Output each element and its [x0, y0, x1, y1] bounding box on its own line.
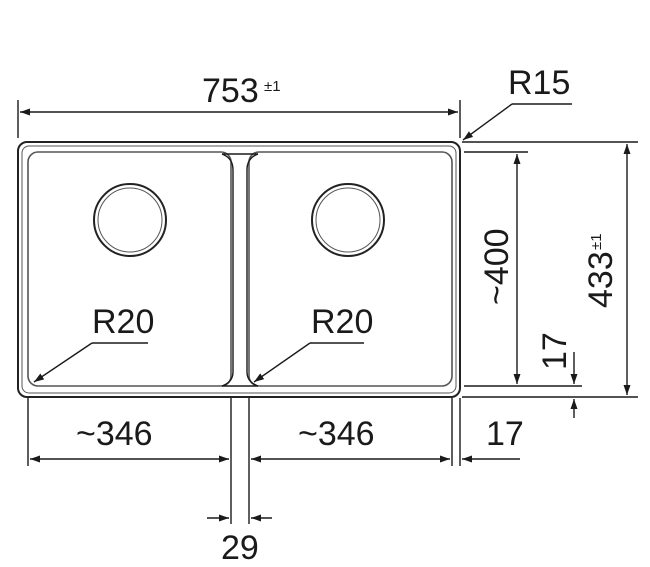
sink-outer-inner-edge: [21, 145, 457, 394]
dim-divider-width: 29: [207, 514, 272, 567]
r15-label: R15: [508, 64, 570, 102]
dim-total-height: 433 ±1: [462, 141, 638, 398]
total-height-label: 433: [582, 251, 620, 308]
dim-right-bowl-width: ~346: [248, 398, 453, 524]
dim-bowl-height: ~400: [464, 151, 582, 387]
r20-right-label: R20: [311, 303, 373, 341]
r20-left-label: R20: [92, 303, 154, 341]
bowl-height-label: ~400: [478, 228, 516, 305]
sink-outer-outline: [17, 141, 461, 398]
right-bowl: [248, 151, 453, 387]
right-bowl-width-label: ~346: [298, 415, 375, 453]
bottom-margin-label: 17: [536, 332, 574, 370]
left-bowl-width-label: ~346: [76, 415, 153, 453]
total-width-tolerance: ±1: [264, 78, 281, 95]
dim-r20-right: R20: [253, 303, 373, 383]
dim-bottom-margin: 17: [536, 332, 578, 418]
divider-width-label: 29: [221, 529, 259, 567]
side-margin-label: 17: [486, 415, 524, 453]
right-drain: [311, 183, 385, 257]
total-width-label: 753: [202, 72, 259, 110]
dim-r20-left: R20: [33, 303, 154, 383]
dim-r15: R15: [462, 64, 572, 141]
total-height-tolerance: ±1: [588, 233, 605, 250]
dim-left-bowl-width: ~346: [27, 398, 232, 524]
dim-side-margin: 17: [459, 398, 524, 466]
left-drain: [93, 183, 167, 257]
divider: [221, 153, 259, 387]
left-bowl: [27, 151, 232, 387]
dim-total-width: 753 ±1: [17, 72, 461, 138]
